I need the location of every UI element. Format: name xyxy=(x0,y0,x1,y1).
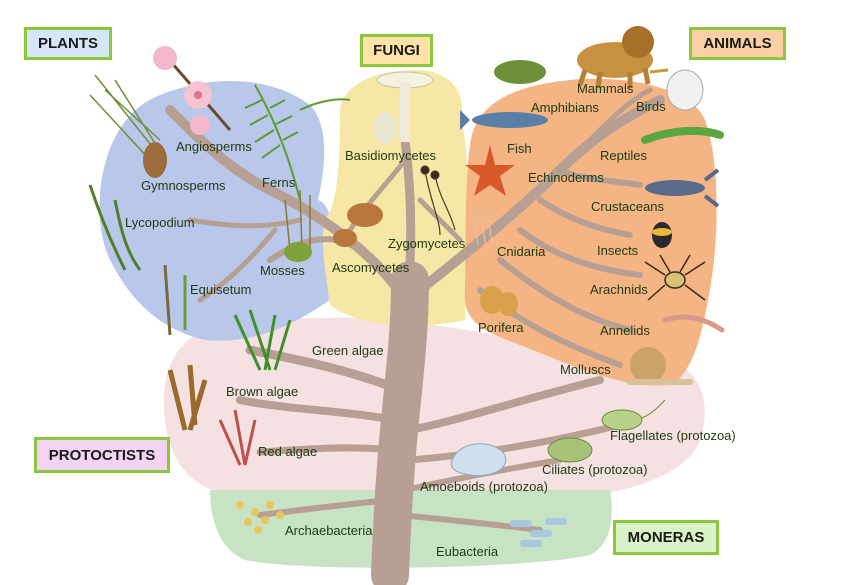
mammal-illustration xyxy=(577,26,654,89)
flagellate-illustration xyxy=(601,399,666,431)
archaebacteria-illustration xyxy=(236,501,284,534)
label-fish: Fish xyxy=(507,141,532,156)
label-arachnids: Arachnids xyxy=(590,282,648,297)
amoeboid-illustration xyxy=(450,443,507,477)
mushroom-illustration xyxy=(373,71,434,144)
fern-illustration xyxy=(244,84,351,201)
brown-algae-illustration xyxy=(167,364,208,431)
label-porifera: Porifera xyxy=(478,320,524,335)
fish-illustration xyxy=(460,110,548,130)
label-reptiles: Reptiles xyxy=(600,148,647,163)
label-crustaceans: Crustaceans xyxy=(591,199,664,214)
label-red-algae: Red algae xyxy=(258,444,318,459)
label-gymnosperms: Gymnosperms xyxy=(141,178,226,193)
annelid-illustration xyxy=(662,314,725,333)
angiosperm-illustration xyxy=(153,46,232,135)
moneras-kingdom-box: MONERAS xyxy=(613,520,719,555)
arachnid-illustration xyxy=(644,254,706,301)
reptile-illustration xyxy=(641,126,724,144)
ascomycetes-illustration xyxy=(333,203,383,247)
label-insects: Insects xyxy=(597,243,639,258)
gymnosperm-illustration xyxy=(89,74,167,178)
label-green-algae: Green algae xyxy=(312,343,384,358)
amphibian-illustration xyxy=(494,60,546,84)
fungi-region xyxy=(322,70,468,326)
zygomycetes-illustration xyxy=(420,165,456,236)
porifera-illustration xyxy=(480,286,518,316)
label-basidiomycetes: Basidiomycetes xyxy=(345,148,437,163)
label-flagellates: Flagellates (protozoa) xyxy=(610,428,736,443)
tree-trunk xyxy=(165,87,665,585)
crustacean-illustration xyxy=(645,168,720,208)
label-archaebacteria: Archaebacteria xyxy=(285,523,373,538)
plants-kingdom-box: PLANTS xyxy=(24,27,112,60)
animals-region xyxy=(464,78,717,386)
label-cnidaria: Cnidaria xyxy=(497,244,546,259)
label-annelids: Annelids xyxy=(600,323,650,338)
fungi-kingdom-box: FUNGI xyxy=(360,34,433,67)
equisetum-illustration xyxy=(163,264,187,336)
label-zygomycetes: Zygomycetes xyxy=(388,236,466,251)
moss-illustration xyxy=(284,189,312,262)
echinoderm-illustration xyxy=(465,145,515,196)
label-mammals: Mammals xyxy=(577,81,634,96)
label-eubacteria: Eubacteria xyxy=(436,544,499,559)
label-brown-algae: Brown algae xyxy=(226,384,299,399)
cnidaria-illustration xyxy=(468,205,495,251)
label-ferns: Ferns xyxy=(262,175,296,190)
red-algae-illustration xyxy=(218,409,257,466)
bird-illustration xyxy=(649,68,704,111)
label-equisetum: Equisetum xyxy=(190,282,252,297)
label-mosses: Mosses xyxy=(260,263,305,278)
insect-illustration xyxy=(652,222,672,248)
label-ciliates: Ciliates (protozoa) xyxy=(542,462,648,477)
protoctists-kingdom-box: PROTOCTISTS xyxy=(34,437,170,473)
mollusc-illustration xyxy=(627,347,693,385)
label-amoeboids: Amoeboids (protozoa) xyxy=(420,479,548,494)
label-molluscs: Molluscs xyxy=(560,362,611,377)
eubacteria-illustration xyxy=(510,518,567,547)
label-lycopodium: Lycopodium xyxy=(125,215,195,230)
label-echinoderms: Echinoderms xyxy=(528,170,604,185)
label-birds: Birds xyxy=(636,99,666,114)
ciliate-illustration xyxy=(547,437,593,463)
label-angiosperms: Angiosperms xyxy=(176,139,252,154)
animals-kingdom-box: ANIMALS xyxy=(689,27,786,60)
label-amphibians: Amphibians xyxy=(531,100,599,115)
lycopodium-illustration xyxy=(88,184,142,271)
label-ascomycetes: Ascomycetes xyxy=(332,260,410,275)
green-algae-illustration xyxy=(233,309,292,371)
